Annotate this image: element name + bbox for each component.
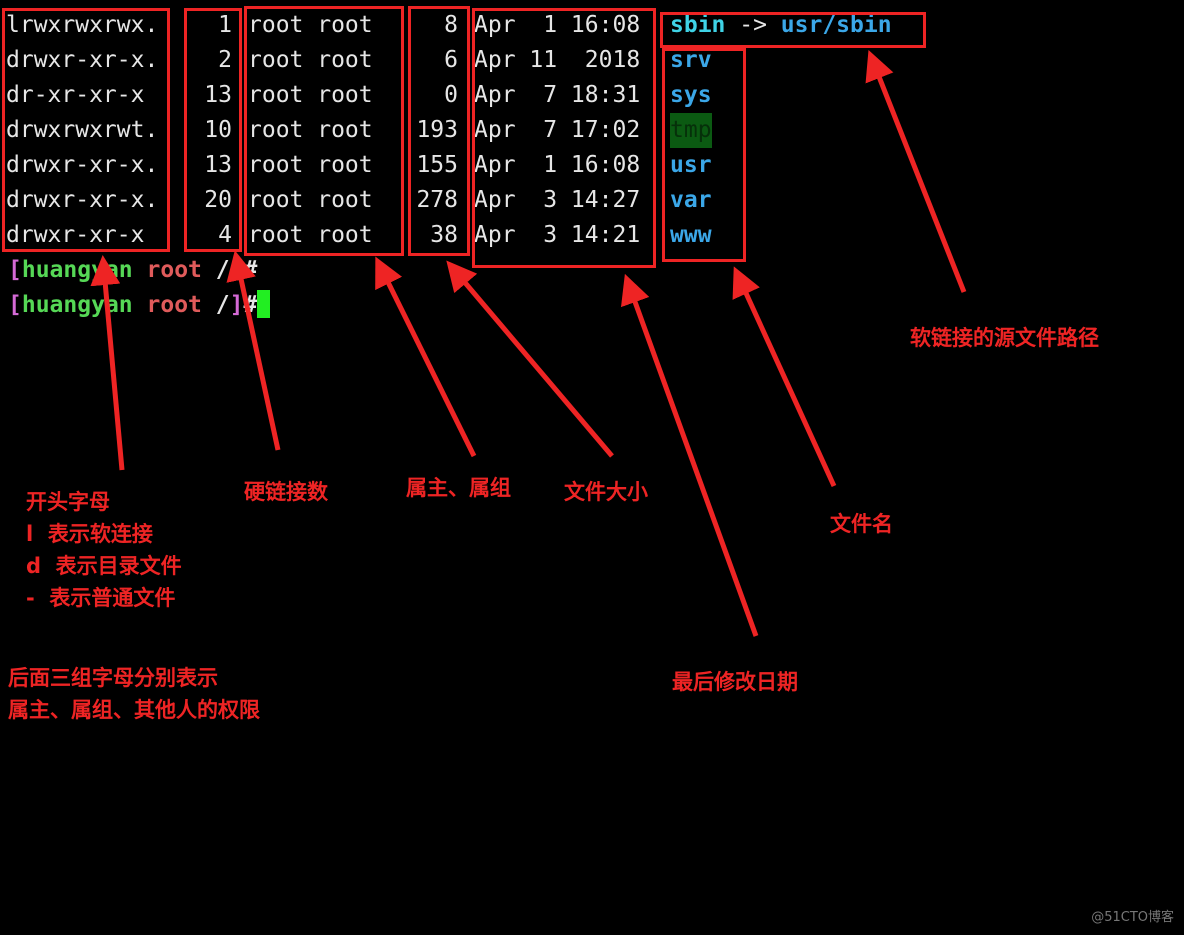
file-size: 6 bbox=[444, 47, 458, 73]
filename-highlight-box bbox=[662, 48, 746, 262]
file-name: www bbox=[670, 222, 712, 248]
terminal-cursor[interactable] bbox=[257, 290, 271, 318]
link-count: 2 bbox=[218, 47, 232, 73]
permissions-highlight-box bbox=[2, 8, 170, 252]
permissions: drwxrwxrwt. bbox=[6, 117, 159, 143]
annotation-file-name: 文件名 bbox=[830, 512, 893, 536]
file-name: sys bbox=[670, 82, 712, 108]
symlink-name: sbin bbox=[670, 12, 726, 38]
mod-date: Apr 1 16:08 bbox=[474, 12, 641, 38]
permissions: drwxr-xr-x. bbox=[6, 187, 159, 213]
owner-highlight-box bbox=[244, 6, 404, 256]
owner-group: root root bbox=[248, 82, 373, 108]
arrow-hard-links bbox=[226, 250, 281, 451]
prompt-host: root bbox=[146, 257, 202, 283]
annotation-first-letter: 开头字母 l 表示软连接 d 表示目录文件 - 表示普通文件 bbox=[26, 490, 182, 610]
file-size: 193 bbox=[416, 117, 458, 143]
annotation-three-groups: 后面三组字母分别表示 属主、属组、其他人的权限 bbox=[8, 666, 260, 722]
annotation-hard-links: 硬链接数 bbox=[244, 480, 328, 504]
link-count: 1 bbox=[218, 12, 232, 38]
link-count: 13 bbox=[204, 82, 232, 108]
arrow-owner-group bbox=[375, 256, 477, 458]
file-name: usr bbox=[670, 152, 712, 178]
mod-date: Apr 1 16:08 bbox=[474, 152, 641, 178]
annotation-owner-group: 属主、属组 bbox=[406, 476, 511, 500]
owner-group: root root bbox=[248, 47, 373, 73]
shell-prompt-active[interactable]: [huangyan root /]# bbox=[8, 288, 271, 323]
prompt-path: / bbox=[215, 292, 230, 318]
arrow-first-letter bbox=[90, 255, 125, 471]
annotation-mod-date: 最后修改日期 bbox=[672, 670, 798, 694]
file-name: tmp bbox=[670, 113, 712, 148]
file-size: 38 bbox=[430, 222, 458, 248]
size-highlight-box bbox=[408, 6, 470, 256]
prompt-host: root bbox=[146, 292, 202, 318]
arrow-mod-date bbox=[621, 273, 759, 637]
permissions: lrwxrwxrwx. bbox=[6, 12, 159, 38]
permissions: drwxr-xr-x. bbox=[6, 152, 159, 178]
permissions: drwxr-xr-x bbox=[6, 222, 145, 248]
link-count-highlight-box bbox=[184, 8, 242, 252]
owner-group: root root bbox=[248, 152, 373, 178]
prompt-path: / bbox=[215, 257, 230, 283]
symlink-entry: sbin -> usr/sbin bbox=[670, 8, 892, 43]
file-size: 155 bbox=[416, 152, 458, 178]
prompt-bracket: [ bbox=[8, 257, 22, 283]
annotation-file-size: 文件大小 bbox=[564, 480, 648, 504]
permissions: drwxr-xr-x. bbox=[6, 47, 159, 73]
prompt-user: huangyan bbox=[21, 292, 133, 318]
date-highlight-box bbox=[472, 8, 656, 268]
owner-group: root root bbox=[248, 187, 373, 213]
owner-group: root root bbox=[248, 12, 373, 38]
mod-date: Apr 3 14:21 bbox=[474, 222, 641, 248]
mod-date: Apr 11 2018 bbox=[474, 47, 641, 73]
owner-group: root root bbox=[248, 222, 373, 248]
file-size: 0 bbox=[444, 82, 458, 108]
arrow-file-name bbox=[732, 266, 837, 488]
link-count: 10 bbox=[204, 117, 232, 143]
mod-date: Apr 7 18:31 bbox=[474, 82, 641, 108]
file-size: 8 bbox=[444, 12, 458, 38]
mod-date: Apr 7 17:02 bbox=[474, 117, 641, 143]
link-count: 4 bbox=[218, 222, 232, 248]
file-size: 278 bbox=[416, 187, 458, 213]
link-count: 20 bbox=[204, 187, 232, 213]
file-name: srv bbox=[670, 47, 712, 73]
file-name: var bbox=[670, 187, 712, 213]
prompt-bracket: [ bbox=[8, 292, 22, 318]
annotation-symlink-source: 软链接的源文件路径 bbox=[910, 326, 1099, 350]
watermark: @51CTO博客 bbox=[1091, 910, 1174, 925]
arrow-symlink-source bbox=[865, 50, 967, 293]
symlink-target: usr/sbin bbox=[780, 12, 892, 38]
permissions: dr-xr-xr-x bbox=[6, 82, 145, 108]
owner-group: root root bbox=[248, 117, 373, 143]
mod-date: Apr 3 14:27 bbox=[474, 187, 641, 213]
symlink-arrow: -> bbox=[725, 12, 781, 38]
symlink-highlight-box bbox=[660, 12, 926, 48]
arrow-file-size bbox=[446, 260, 614, 458]
prompt-bracket: ] bbox=[229, 292, 244, 318]
link-count: 13 bbox=[204, 152, 232, 178]
